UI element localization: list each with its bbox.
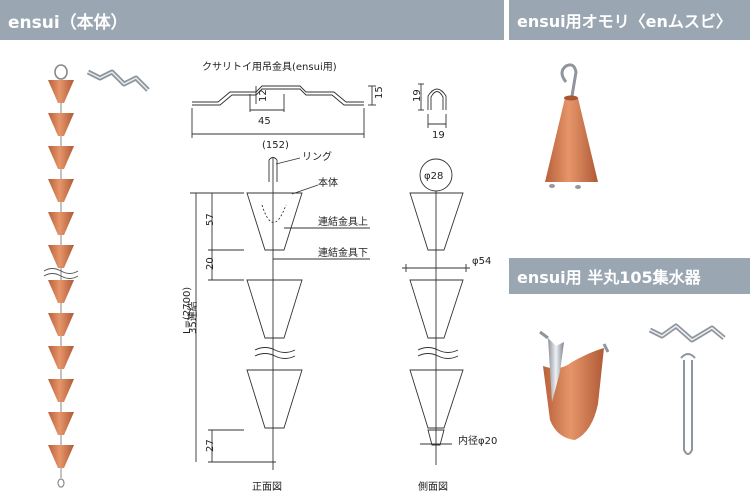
bracket-title: クサリトイ用吊金具(ensui用) (202, 60, 337, 73)
dim-link-count: 35連結 (186, 301, 199, 334)
dim-20: 20 (205, 257, 216, 270)
dim-45: 45 (258, 116, 271, 127)
label-front-view: 正面図 (252, 481, 282, 493)
chain-cups (48, 80, 74, 468)
dim-12: 12 (258, 89, 269, 102)
header-main-title: ensui（本体） (8, 12, 128, 33)
dim-152: (152) (262, 140, 289, 151)
front-view-drawing (190, 157, 370, 470)
catch-basin-photo (539, 323, 726, 455)
dim-15: 15 (374, 86, 385, 99)
weight-photo (545, 63, 598, 189)
label-ring: リング (302, 150, 332, 163)
dim-dia-28: φ28 (424, 171, 443, 182)
bracket-photo (86, 69, 150, 92)
header-main: ensui（本体） (0, 0, 504, 40)
dim-19-horizontal: 19 (432, 130, 445, 141)
side-view-drawing (402, 158, 470, 465)
dim-length: L=(2700) (182, 287, 193, 334)
header-weight: ensui用オモリ〈enムスビ〉 (509, 0, 750, 40)
label-link-lower: 連結金具下 (318, 246, 368, 259)
bracket-side-drawing (418, 83, 447, 128)
label-body: 本体 (318, 176, 338, 189)
header-catch-title: ensui用 半丸105集水器 (517, 268, 701, 287)
chain-photo (43, 64, 79, 488)
dim-dia-54: φ54 (472, 256, 491, 267)
dim-57: 57 (205, 213, 216, 226)
dim-27: 27 (205, 439, 216, 452)
label-side-view: 側面図 (418, 480, 448, 493)
dim-19-vertical: 19 (412, 89, 423, 102)
header-catch: ensui用 半丸105集水器 (509, 258, 750, 294)
bracket-drawing (191, 85, 376, 138)
header-weight-title: ensui用オモリ〈enムスビ〉 (517, 12, 732, 31)
dim-inner-dia: 内径φ20 (458, 434, 497, 447)
label-link-upper: 連結金具上 (318, 215, 368, 228)
